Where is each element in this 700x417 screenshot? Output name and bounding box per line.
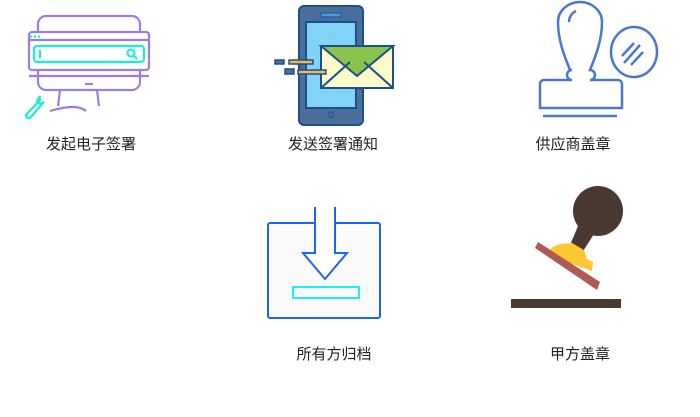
- step-label: 甲方盖章: [549, 345, 611, 363]
- step-label: 发送签署通知: [287, 135, 379, 153]
- stamp-outline-icon: [538, 0, 659, 118]
- step-label: 所有方归档: [296, 345, 372, 363]
- phone-envelope-icon: [274, 5, 396, 126]
- step-label: 发起电子签署: [45, 135, 137, 153]
- stamp-filled-icon: [511, 186, 623, 308]
- step-label: 供应商盖章: [535, 135, 611, 153]
- monitor-search-wrench-icon: [24, 14, 151, 120]
- archive-download-icon: [267, 207, 381, 319]
